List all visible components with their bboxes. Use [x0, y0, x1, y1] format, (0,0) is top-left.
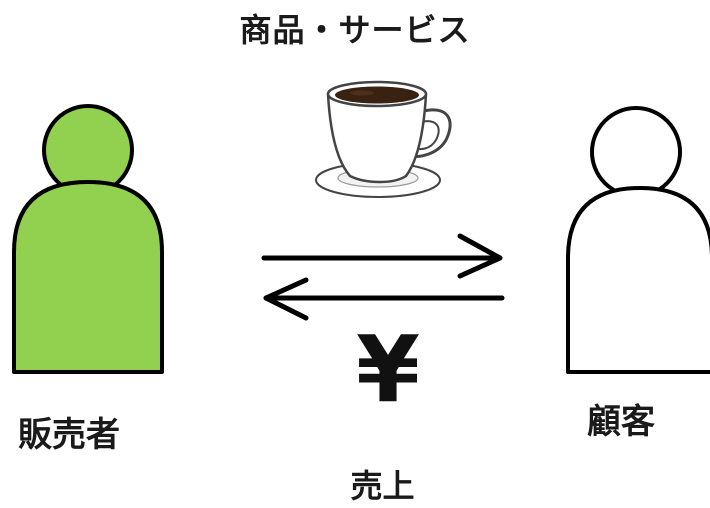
seller-body: [12, 180, 164, 374]
seller-person-icon: [12, 104, 164, 374]
cup-handle: [409, 108, 452, 158]
customer-body: [566, 186, 710, 374]
coffee-liquid: [335, 86, 419, 104]
coffee-cup-icon: [315, 80, 452, 198]
sales-label: 売上: [350, 467, 415, 505]
seller-label: 販売者: [18, 415, 120, 455]
customer-person-icon: [566, 106, 710, 374]
cup-body: [326, 92, 428, 184]
goods-services-label: 商品・サービス: [239, 11, 471, 49]
arrow-left-icon: [263, 277, 505, 321]
arrow-right-icon: [261, 233, 503, 279]
customer-head: [590, 106, 682, 198]
yen-icon: ¥: [355, 316, 420, 423]
customer-label: 顧客: [587, 402, 655, 442]
